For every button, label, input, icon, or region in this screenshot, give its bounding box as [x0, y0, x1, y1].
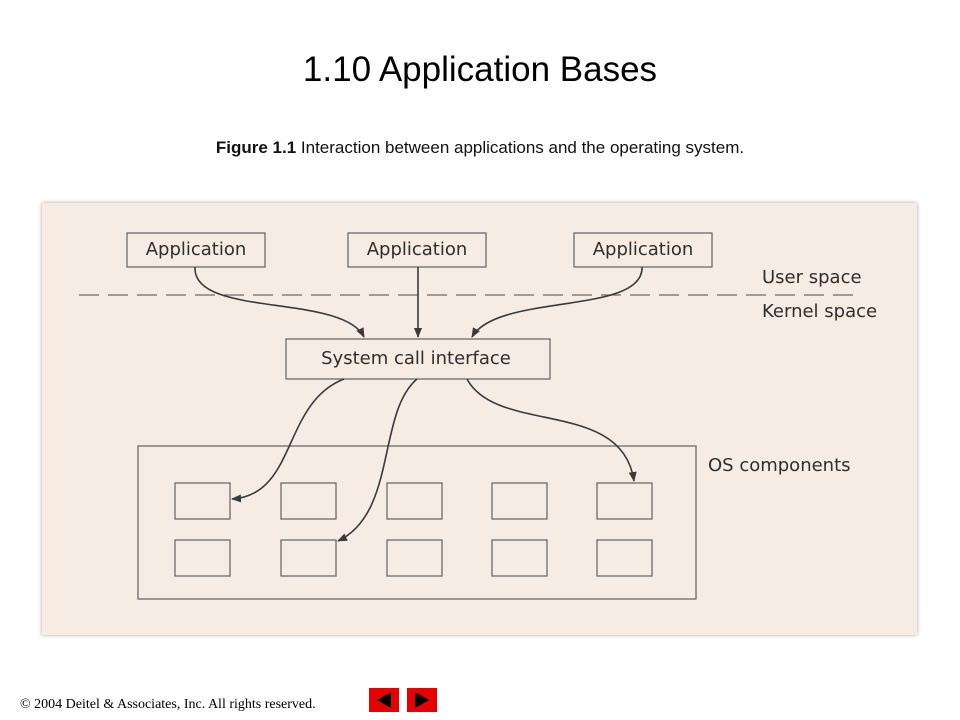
os-component	[596, 539, 653, 577]
os-component	[596, 482, 653, 520]
arrow-app1-to-syscall	[194, 266, 365, 338]
os-component	[280, 482, 337, 520]
arrow-app3-to-syscall	[471, 266, 643, 338]
copyright-footer: © 2004 Deitel & Associates, Inc. All rig…	[20, 697, 316, 712]
os-component	[280, 539, 337, 577]
application-label-3: Application	[593, 239, 694, 260]
triangle-left-icon	[377, 692, 391, 708]
interaction-diagram: Application Application Application Syst…	[79, 232, 877, 600]
application-box-1	[126, 232, 266, 268]
application-box-2	[347, 232, 487, 268]
next-slide-button[interactable]	[407, 688, 437, 712]
application-box-3	[573, 232, 713, 268]
system-call-interface-label: System call interface	[321, 348, 511, 369]
os-component	[491, 482, 548, 520]
os-component	[386, 539, 443, 577]
application-label-2: Application	[367, 239, 468, 260]
arrow-syscall-to-component-b	[337, 378, 418, 542]
os-components-box	[137, 445, 697, 600]
figure-panel: Application Application Application Syst…	[42, 203, 917, 635]
os-component	[174, 482, 231, 520]
user-space-label: User space	[762, 267, 862, 288]
os-component	[491, 539, 548, 577]
kernel-space-label: Kernel space	[762, 301, 877, 322]
slide-title: 1.10 Application Bases	[302, 50, 658, 89]
os-components-label: OS components	[708, 455, 851, 476]
previous-slide-button[interactable]	[369, 688, 399, 712]
arrow-syscall-to-component-c	[466, 378, 637, 482]
system-call-interface-box	[285, 338, 551, 380]
figure-caption-label: Figure 1.1	[215, 138, 297, 157]
os-component	[174, 539, 231, 577]
application-label-1: Application	[146, 239, 247, 260]
figure-caption-text: Interaction between applications and the…	[296, 138, 745, 157]
figure-caption: Figure 1.1 Interaction between applicati…	[0, 138, 960, 158]
os-component	[386, 482, 443, 520]
arrow-syscall-to-component-a	[231, 378, 345, 503]
triangle-right-icon	[415, 692, 429, 708]
